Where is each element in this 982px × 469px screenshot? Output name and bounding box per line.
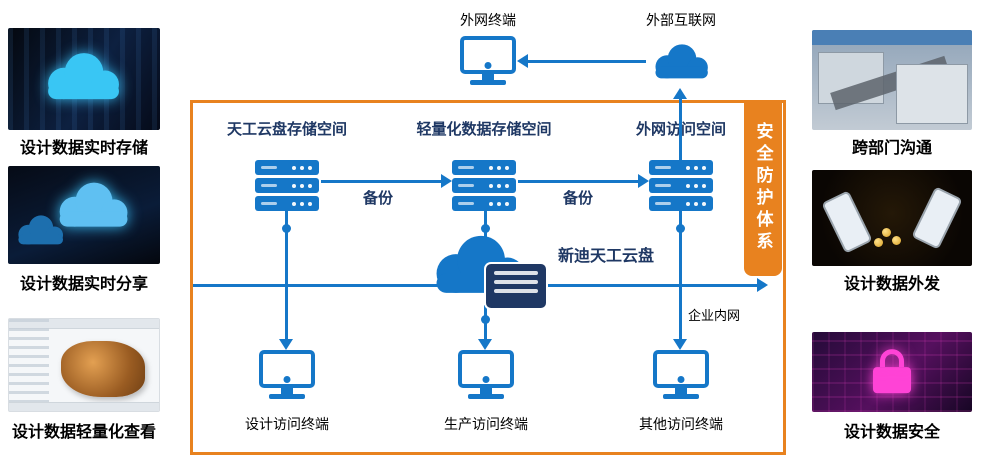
backup-line-1 xyxy=(321,180,441,183)
backup-arrowhead-2 xyxy=(638,174,649,188)
logo-dot xyxy=(283,376,291,383)
security-banner: 安全防护体系 xyxy=(744,100,782,276)
lock-icon xyxy=(873,349,911,394)
monitor xyxy=(460,36,516,74)
caption-cross-department: 跨部门沟通 xyxy=(851,140,932,157)
backup-line-2 xyxy=(518,180,638,183)
server-stack-tiangong xyxy=(255,160,319,211)
junction-dot xyxy=(481,315,490,324)
engine-model xyxy=(61,341,145,397)
production-terminal-label: 生产访问终端 xyxy=(444,416,528,432)
phone-icon xyxy=(911,186,963,250)
internet-to-terminal-arrowhead xyxy=(517,54,528,68)
terminal3-arrowhead xyxy=(673,339,687,350)
backup-label-1: 备份 xyxy=(362,190,393,207)
design-terminal-label: 设计访问终端 xyxy=(245,416,329,432)
terminal2-arrowhead xyxy=(478,339,492,350)
monitor-base xyxy=(468,394,504,399)
monitor-base xyxy=(663,394,699,399)
internet-cloud-icon xyxy=(648,40,716,84)
server-unit xyxy=(452,178,516,193)
monitor xyxy=(458,350,514,388)
logo-dot xyxy=(677,376,685,383)
junction-dot xyxy=(282,224,291,233)
stack3-to-terminal3-line xyxy=(679,211,682,339)
logo-dot xyxy=(484,62,492,69)
photo-cross-department xyxy=(812,30,972,130)
extranet-to-internet-line xyxy=(679,99,682,162)
server-unit xyxy=(649,160,713,175)
monitor xyxy=(259,350,315,388)
caption-realtime-share: 设计数据实时分享 xyxy=(19,276,148,293)
monitor xyxy=(653,350,709,388)
other-terminal-icon xyxy=(653,350,709,399)
tiangong-cloud-label: 新迪天工云盘 xyxy=(558,248,655,265)
logo-dot xyxy=(482,376,490,383)
storage-drive-icon xyxy=(486,264,546,308)
server-unit xyxy=(452,196,516,211)
cloud-icon xyxy=(38,48,130,106)
backup-arrowhead-1 xyxy=(441,174,452,188)
monitor-stand xyxy=(480,388,492,394)
photo-data-security xyxy=(812,332,972,412)
storage-space-label-2: 轻量化数据存储空间 xyxy=(416,121,552,138)
monitor-stand xyxy=(281,388,293,394)
intranet-backbone-arrowhead xyxy=(757,278,768,292)
junction-dot xyxy=(676,224,685,233)
server-unit xyxy=(255,196,319,211)
server-stack-lightweight xyxy=(452,160,516,211)
production-terminal-icon xyxy=(458,350,514,399)
monitor-stand xyxy=(675,388,687,394)
junction-dot xyxy=(481,224,490,233)
backup-label-2: 备份 xyxy=(562,190,593,207)
lock-body xyxy=(873,367,911,394)
photo-data-outgoing xyxy=(812,170,972,266)
server-unit xyxy=(649,178,713,193)
coin-icon xyxy=(892,236,901,245)
stack1-to-terminal1-line xyxy=(285,211,288,339)
terminal1-arrowhead xyxy=(279,339,293,350)
storage-space-label-1: 天工云盘存储空间 xyxy=(226,121,347,138)
coin-icon xyxy=(882,228,891,237)
caption-data-security: 设计数据安全 xyxy=(843,424,940,441)
photo-lightweight-view xyxy=(8,318,160,412)
monitor-stand xyxy=(482,74,494,80)
photo-realtime-share xyxy=(8,166,160,264)
server-unit xyxy=(649,196,713,211)
extranet-to-internet-arrowhead xyxy=(673,88,687,99)
intranet-label: 企业内网 xyxy=(688,308,741,323)
window-panel xyxy=(896,64,968,124)
cloud-icon xyxy=(12,212,70,249)
coin-icon xyxy=(874,238,883,247)
cad-feature-tree xyxy=(9,319,49,411)
other-terminal-label: 其他访问终端 xyxy=(639,416,723,432)
caption-realtime-storage: 设计数据实时存储 xyxy=(19,140,148,157)
monitor-base xyxy=(470,80,506,85)
extranet-terminal-label: 外网终端 xyxy=(460,12,516,28)
extranet-terminal-icon xyxy=(460,36,516,85)
monitor-base xyxy=(269,394,305,399)
server-unit xyxy=(452,160,516,175)
lock-shackle xyxy=(880,349,904,368)
server-unit xyxy=(255,160,319,175)
design-terminal-icon xyxy=(259,350,315,399)
internet-to-terminal-line xyxy=(528,60,646,63)
server-stack-extranet xyxy=(649,160,713,211)
cad-statusbar xyxy=(9,402,159,411)
core-boundary-box xyxy=(190,100,786,455)
external-internet-label: 外部互联网 xyxy=(646,12,716,28)
caption-data-outgoing: 设计数据外发 xyxy=(843,276,940,293)
caption-lightweight-view: 设计数据轻量化查看 xyxy=(11,424,156,441)
server-unit xyxy=(255,178,319,193)
phone-icon xyxy=(821,190,873,254)
window-titlebar xyxy=(812,30,972,45)
cad-toolbar xyxy=(9,319,159,329)
photo-realtime-storage xyxy=(8,28,160,130)
